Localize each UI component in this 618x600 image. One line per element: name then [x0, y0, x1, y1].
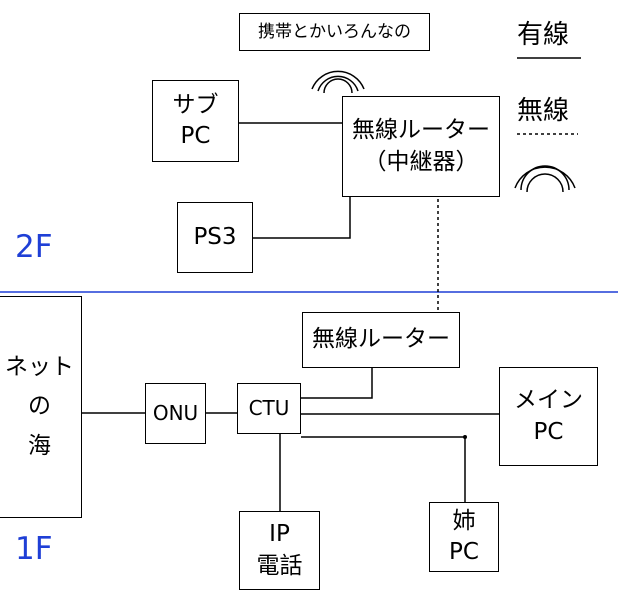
wire-ps3-router [253, 197, 351, 239]
router-upper-node: 無線ルーター （中継器） [342, 96, 500, 197]
onu-node: ONU [145, 383, 206, 444]
wire-ctu-sisterpc [301, 436, 466, 502]
sister-pc-node: 姉 PC [429, 502, 499, 572]
ctu-node: CTU [237, 383, 301, 434]
legend-wired-label: 有線 [517, 20, 570, 50]
wire-ctu-router-lower [301, 368, 373, 399]
main-pc-node: メイン PC [499, 367, 598, 466]
legend-wireless-label: 無線 [517, 96, 570, 126]
legend-wifi-icon [514, 165, 576, 193]
floor-label-2f: 2F [15, 229, 53, 265]
phones-node: 携帯とかいろんなの [239, 13, 430, 51]
router-lower-node: 無線ルーター [302, 312, 460, 368]
floor-label-1f: 1F [15, 531, 53, 567]
wifi-icon [311, 70, 365, 94]
ps3-node: PS3 [177, 202, 253, 273]
junction-dot [463, 435, 467, 439]
internet-node: ネット の 海 [0, 296, 82, 518]
sub-pc-node: サブ PC [152, 80, 239, 162]
ip-phone-node: IP 電話 [239, 511, 320, 590]
